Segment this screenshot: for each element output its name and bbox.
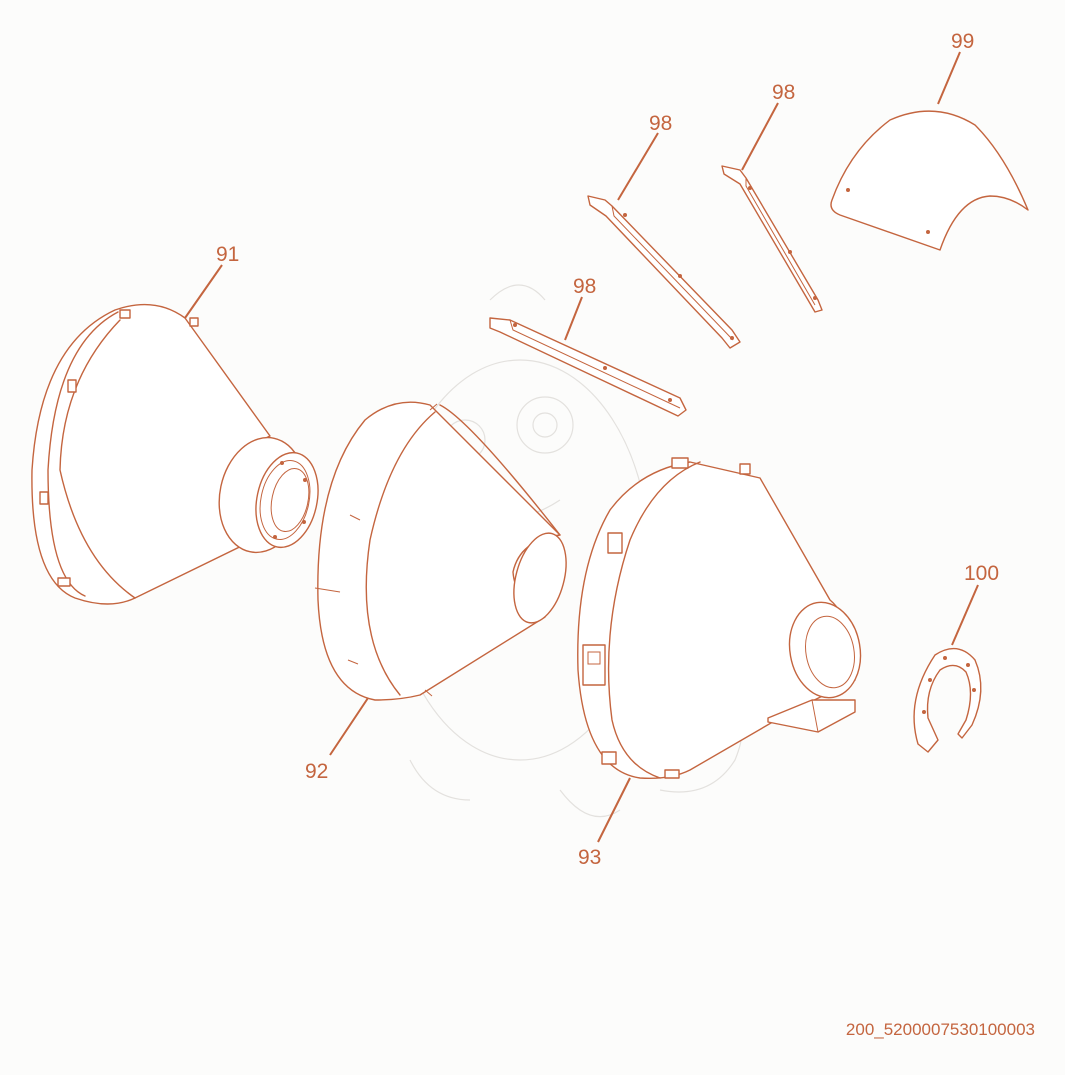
callout-100: 100 <box>964 562 999 585</box>
callout-93: 93 <box>578 846 601 869</box>
callout-98-lower: 98 <box>573 275 596 298</box>
leader-99 <box>937 51 961 105</box>
callout-99: 99 <box>951 30 974 53</box>
part-98-bracket-upper <box>721 165 823 313</box>
leader-92 <box>329 697 369 756</box>
leader-98-lower <box>564 296 583 341</box>
callout-98-upper: 98 <box>772 81 795 104</box>
leader-93 <box>597 777 631 843</box>
part-99-curved-cover <box>830 110 1029 251</box>
callout-98-middle: 98 <box>649 112 672 135</box>
part-98-bracket-middle <box>587 195 741 349</box>
part-93-main-housing <box>577 457 862 780</box>
leader-98-middle <box>617 132 659 201</box>
leader-98-upper <box>741 102 779 171</box>
part-92-inner-cone <box>314 401 567 701</box>
callout-92: 92 <box>305 760 328 783</box>
leader-91 <box>184 264 223 319</box>
part-91-cone-housing <box>31 303 319 605</box>
part-98-bracket-lower <box>489 317 687 417</box>
part-100-flange-ring <box>913 647 982 753</box>
leader-100 <box>951 584 979 646</box>
callout-91: 91 <box>216 243 239 266</box>
drawing-id-label: 200_5200007530100003 <box>845 1020 1035 1039</box>
